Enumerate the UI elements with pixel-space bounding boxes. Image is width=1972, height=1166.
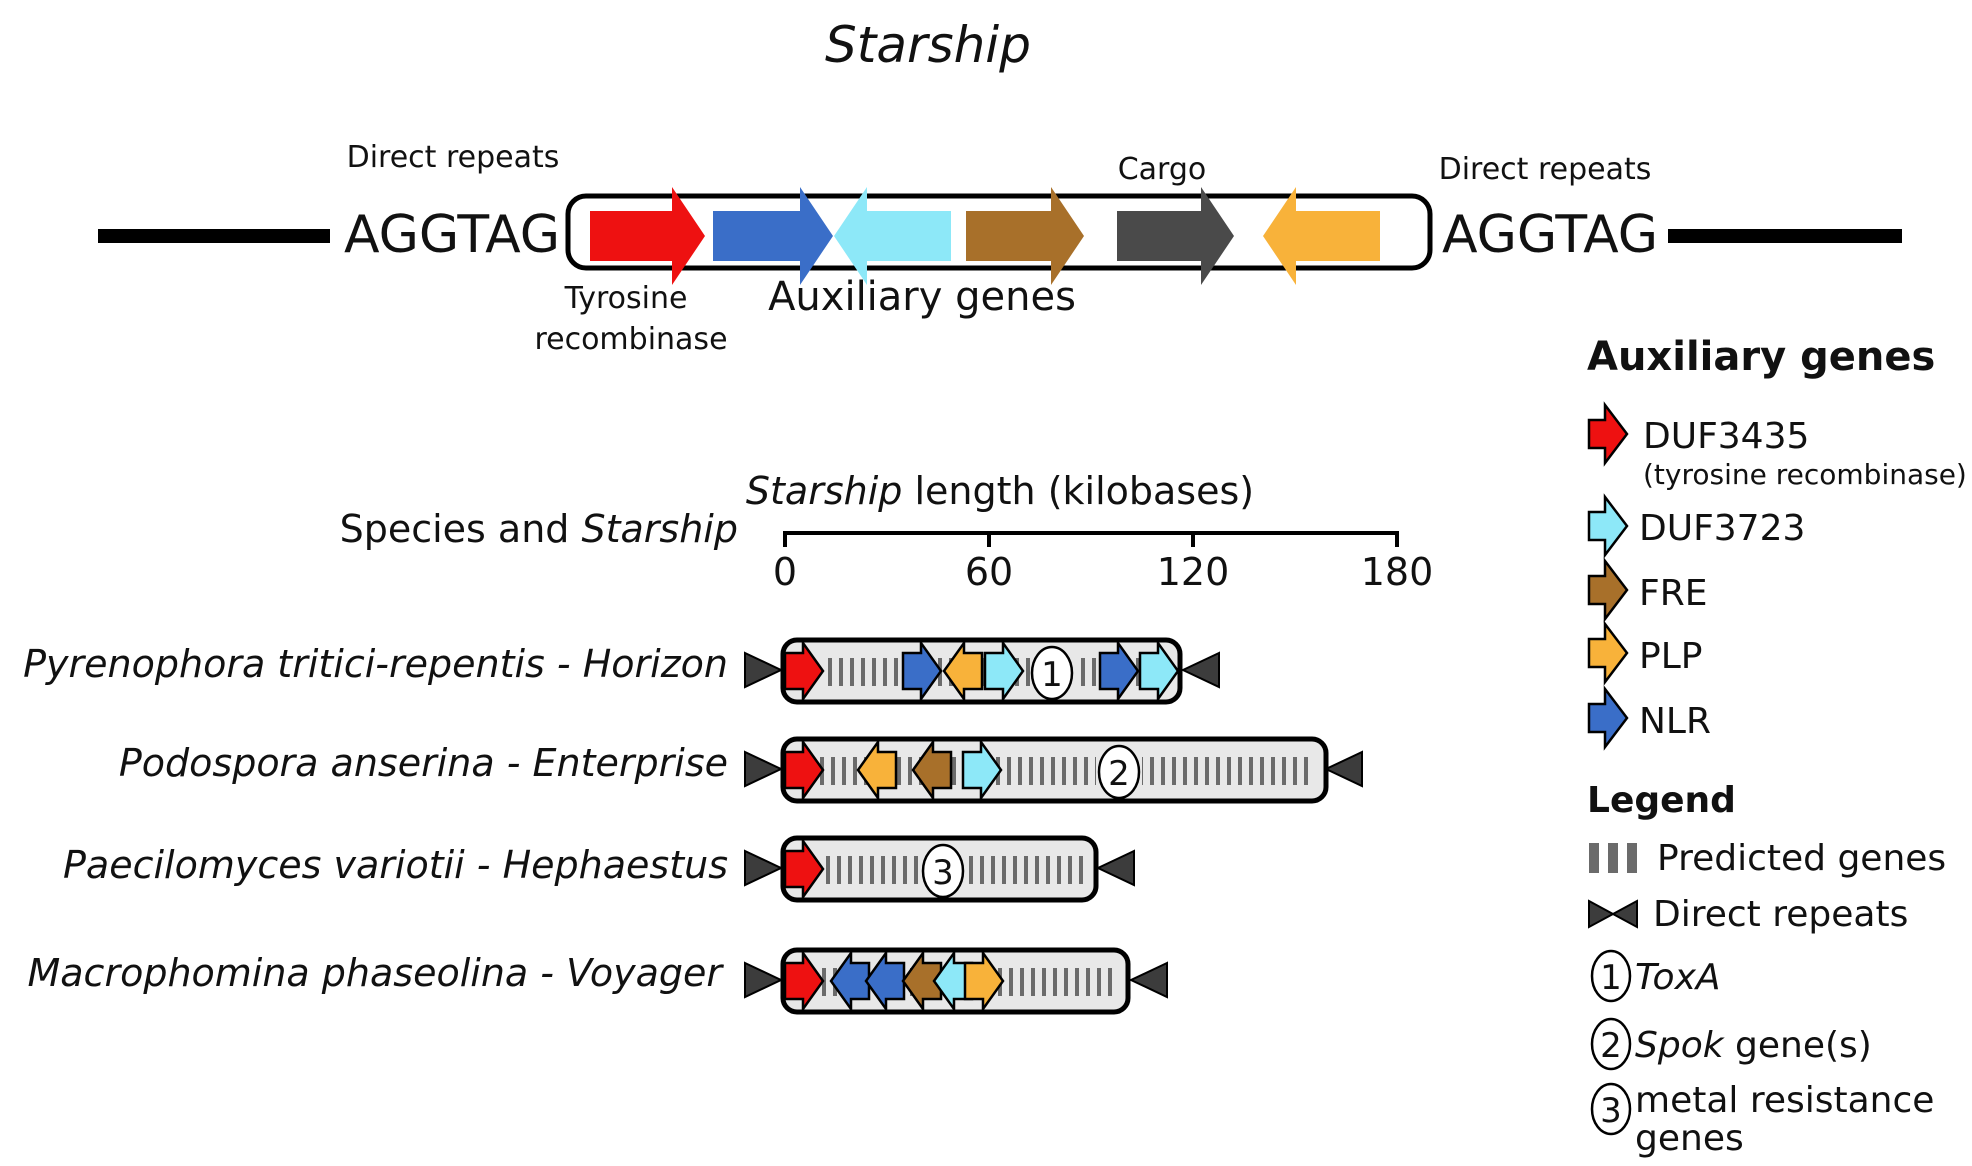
cargo-marker-number-horizon: 1 [1041,655,1063,695]
tyrosine-label-line2: recombinase [534,322,727,357]
legend-label-nlr: NLR [1639,701,1711,742]
legend-label-duf3435: DUF3435 [1643,416,1809,457]
cargo-label: Cargo [1118,152,1207,187]
legend-cargo-number-3: 3 [1600,1091,1622,1131]
row-label-voyager: Macrophomina phaseolina - Voyager [27,951,724,995]
left-direct-repeat-sequence: AGGTAG [344,205,560,265]
recombinase-arrow-horizon [783,639,825,703]
right-direct-repeats-label: Direct repeats [1439,152,1652,187]
duf3723-arrow-enterprise [961,738,1003,802]
species-header: Species and Starship [340,507,738,551]
nlr-arrow-voyager-1 [829,949,871,1013]
figure-title: Starship [825,16,1031,74]
direct-repeat-right-voyager [1128,961,1168,999]
legend-cargo-label-3: metal resistance [1635,1080,1934,1121]
legend-cargo-number-2: 2 [1600,1026,1622,1066]
legend-direct-repeat-icon-left [1588,899,1616,929]
legend-cargo-label-2: Spok gene(s) [1635,1025,1872,1066]
plp-arrow-enterprise [856,738,898,802]
left-direct-repeats-label: Direct repeats [347,140,560,175]
tyrosine-recombinase-arrow [590,187,705,285]
legend-predicted-genes-label: Predicted genes [1657,838,1946,879]
axis-title-rest: length (kilobases) [902,469,1254,513]
cargo-marker-horizon [1030,645,1074,701]
fre-arrow-enterprise [911,738,953,802]
species-header-italic: Starship [582,507,739,551]
legend-direct-repeat-icon-right [1610,899,1638,929]
plp-arrow-voyager [963,949,1005,1013]
legend-label-duf3723: DUF3723 [1639,508,1805,549]
plp-gene-arrow [1263,187,1380,285]
legend-arrow-duf3723 [1587,493,1629,559]
nlr-gene-arrow [713,187,833,285]
row-label-hephaestus: Paecilomyces variotii - Hephaestus [63,843,728,887]
direct-repeat-left-voyager [744,961,784,999]
axis-title: Starship length (kilobases) [746,469,1254,513]
direct-repeat-left-enterprise [744,750,784,788]
recombinase-arrow-voyager [783,949,825,1013]
duf3723-arrow-horizon-2 [1138,639,1180,703]
legend-label-fre: FRE [1639,573,1707,614]
legend-arrow-plp [1587,620,1629,686]
duf3723-arrow-horizon-1 [983,639,1025,703]
legend-cargo-label-2-suffix: gene(s) [1724,1025,1872,1066]
row-hephaestus: Paecilomyces variotii - Hephaestus 3 [63,835,1135,903]
plp-arrow-horizon [942,639,984,703]
fre-gene-arrow [966,187,1084,285]
recombinase-arrow-hephaestus [783,837,825,901]
row-label-horizon: Pyrenophora tritici-repentis - Horizon [23,642,728,686]
right-direct-repeat-sequence: AGGTAG [1442,205,1658,265]
auxiliary-genes-legend-title: Auxiliary genes [1587,334,1935,380]
legend-cargo-label-1: ToxA [1635,957,1721,998]
auxiliary-genes-label: Auxiliary genes [768,274,1076,320]
cargo-gene-arrow [1117,187,1234,285]
direct-repeat-right-horizon [1180,651,1220,689]
nlr-arrow-horizon-2 [1098,639,1140,703]
tyrosine-label-line1: Tyrosine [564,281,688,316]
row-label-enterprise: Podospora anserina - Enterprise [119,741,728,785]
axis-tick-label-1: 60 [965,550,1013,594]
nlr-arrow-horizon-1 [901,639,943,703]
legend-panel: Auxiliary genes DUF3435 (tyrosine recomb… [1587,334,1967,1159]
row-horizon: Pyrenophora tritici-repentis - Horizon 1 [23,637,1220,705]
nlr-arrow-voyager-2 [864,949,906,1013]
starship-schematic: Direct repeats Direct repeats AGGTAG AGG… [98,140,1902,357]
species-header-plain: Species and [340,507,582,551]
legend-cargo-label-3-line2: genes [1635,1118,1744,1159]
axis-title-italic: Starship [746,469,903,513]
cargo-marker-hephaestus [921,843,965,899]
cargo-marker-enterprise [1097,744,1141,800]
legend-cargo-number-1: 1 [1600,958,1622,998]
legend-label-plp: PLP [1639,636,1702,677]
legend-direct-repeats-label: Direct repeats [1653,894,1908,935]
axis-tick-label-3: 180 [1361,550,1434,594]
axis-tick-label-0: 0 [773,550,797,594]
length-axis: Starship length (kilobases) 0 60 120 180 [746,469,1433,594]
direct-repeat-right-hephaestus [1095,849,1135,887]
direct-repeat-left-hephaestus [744,849,784,887]
fre-arrow-voyager [901,949,943,1013]
legend-cargo-marker-3 [1590,1082,1632,1136]
recombinase-arrow-enterprise [783,738,825,802]
axis-ticks: 0 60 120 180 [773,531,1433,594]
legend-arrow-nlr [1587,685,1629,751]
legend-arrow-fre [1587,557,1629,623]
legend-cargo-label-2-italic: Spok [1635,1025,1726,1066]
direct-repeat-right-enterprise [1323,750,1363,788]
axis-tick-label-2: 120 [1157,550,1230,594]
legend-cargo-marker-2 [1590,1017,1632,1071]
direct-repeat-left-horizon [744,651,784,689]
legend-sub-duf3435: (tyrosine recombinase) [1643,458,1967,491]
row-enterprise: Podospora anserina - Enterprise 2 [119,736,1363,804]
cargo-marker-number-enterprise: 2 [1108,754,1130,794]
cargo-marker-number-hephaestus: 3 [932,853,954,893]
legend-title: Legend [1587,780,1736,821]
legend-arrow-duf3435 [1587,401,1629,467]
duf3723-gene-arrow [834,187,951,285]
row-voyager: Macrophomina phaseolina - Voyager [27,947,1168,1015]
legend-cargo-marker-1 [1590,949,1632,1003]
